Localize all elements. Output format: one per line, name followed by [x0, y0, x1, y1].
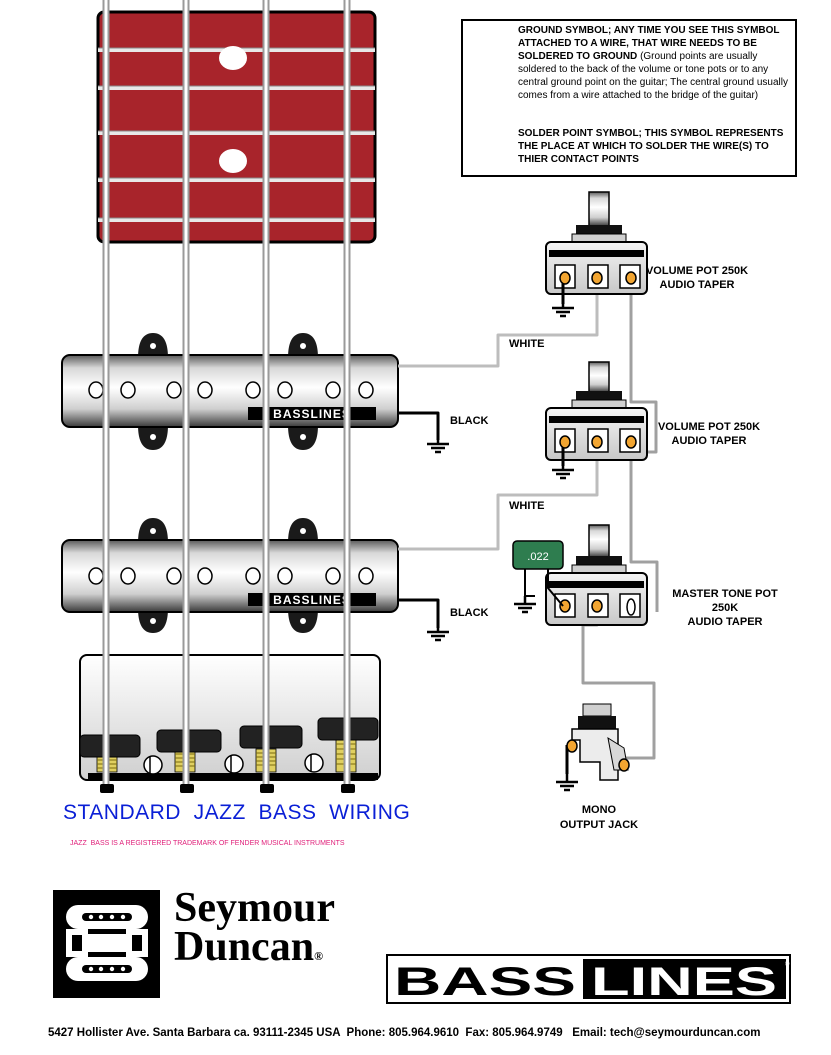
black-wire-pickup-2	[398, 598, 440, 628]
neck-pickup: BASSLINES	[61, 333, 399, 450]
basslines-logo-left: BASS	[394, 960, 576, 1004]
link-wire-tone	[629, 442, 659, 612]
diagram-title: STANDARD JAZZ BASS WIRING	[63, 801, 411, 824]
ground-icon	[425, 434, 451, 454]
pickup-brand-label: BASSLINES	[273, 593, 351, 607]
trademark-note: JAZZ BASS IS A REGISTERED TRADEMARK OF F…	[70, 840, 345, 847]
tone-pot-label: AUDIO TAPER	[688, 616, 763, 628]
legend-ground-heading: GROUND SYMBOL; ANY TIME YOU SEE THIS SYM…	[518, 25, 780, 62]
brand-seymour: Seymour	[174, 885, 335, 931]
wire-label-black: BLACK	[450, 415, 489, 427]
seymour-duncan-wordmark: Seymour Duncan®	[174, 885, 335, 976]
footer-contact: 5427 Hollister Ave. Santa Barbara ca. 93…	[48, 1027, 761, 1039]
wire-label-white: WHITE	[509, 338, 544, 350]
legend-ground-description: GROUND SYMBOL; ANY TIME YOU SEE THIS SYM…	[518, 24, 790, 102]
wire-label-white: WHITE	[509, 500, 544, 512]
legend-box	[461, 19, 797, 177]
legend-ground-detail: (Ground points are usually soldered to t…	[518, 51, 788, 101]
fret-marker-dot	[219, 149, 247, 173]
seymour-duncan-logo-icon	[53, 890, 160, 998]
capacitor: .022	[512, 540, 564, 614]
strings	[100, 0, 355, 793]
output-jack-label: MONO	[582, 804, 617, 816]
master-tone-pot	[545, 524, 648, 626]
wire-label-black: BLACK	[450, 607, 489, 619]
volume-pot-2-label: AUDIO TAPER	[672, 435, 747, 447]
white-wire-pickup-1	[398, 278, 599, 368]
fret-marker-dot	[219, 46, 247, 70]
legend-solder-description: SOLDER POINT SYMBOL; THIS SYMBOL REPRESE…	[518, 128, 784, 165]
pickup-brand-label: BASSLINES	[273, 407, 351, 421]
bridge-pickup: BASSLINES	[61, 518, 399, 633]
wires	[398, 278, 659, 760]
ground-icon	[425, 622, 451, 642]
volume-pot-2	[545, 361, 648, 480]
tone-pot-label: 250K	[712, 602, 738, 614]
basslines-reg-mark: ®	[785, 961, 790, 968]
output-jack-label: OUTPUT JACK	[560, 819, 638, 831]
output-jack	[554, 703, 630, 792]
bridge	[79, 654, 381, 781]
volume-pot-1-label: AUDIO TAPER	[660, 279, 735, 291]
volume-pot-2-label: VOLUME POT 250K	[658, 421, 760, 433]
brand-reg-mark: ®	[314, 949, 324, 963]
brand-duncan: Duncan	[174, 924, 315, 970]
fret-wires	[98, 48, 375, 222]
capacitor-value: .022	[527, 551, 548, 563]
volume-pot-1	[545, 191, 648, 318]
basslines-logo: BASS LINES ®	[386, 954, 791, 1004]
volume-pot-1-label: VOLUME POT 250K	[646, 265, 748, 277]
fretboard	[96, 10, 377, 244]
white-wire-pickup-2	[398, 442, 599, 551]
basslines-logo-right: LINES	[591, 960, 777, 1004]
black-wire-pickup-1	[398, 411, 440, 440]
tone-pot-label: MASTER TONE POT	[672, 588, 778, 600]
